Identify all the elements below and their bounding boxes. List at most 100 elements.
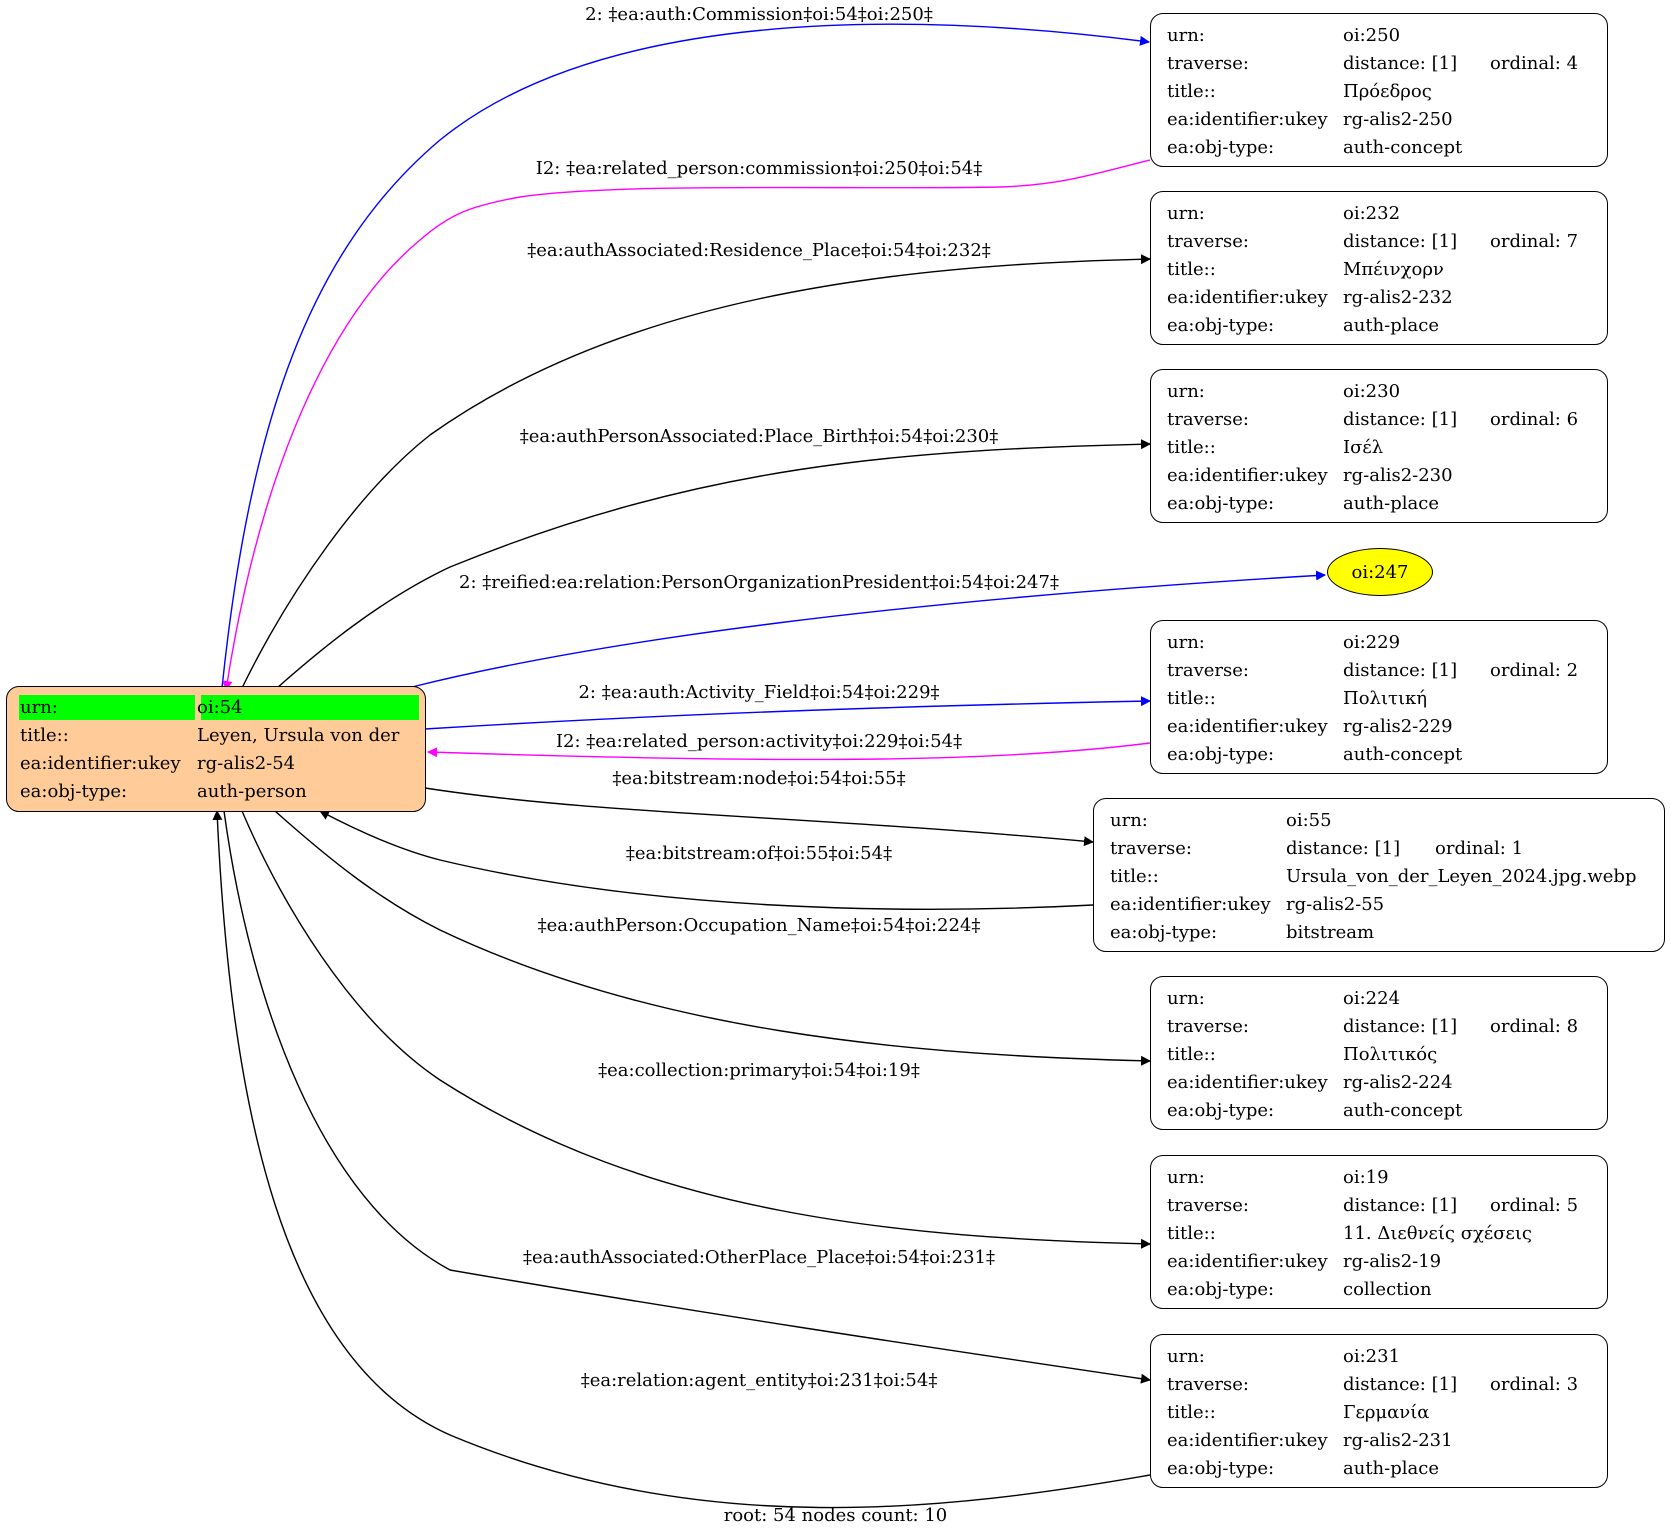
row-key: ea:identifier:ukey [1167, 109, 1328, 130]
node-oi-232[interactable]: urn:oi:232 traverse:distance: [1]ordinal… [1150, 191, 1608, 345]
row-key: title:: [1167, 259, 1216, 280]
edge-agent-entity [212, 810, 1151, 1509]
row-value: rg-alis2-224 [1343, 1072, 1453, 1093]
edge-label: 2: ‡ea:auth:Activity_Field‡oi:54‡oi:229‡ [578, 682, 939, 703]
edge-bitstream-node [424, 787, 1094, 847]
edge-label: ‡ea:bitstream:of‡oi:55‡oi:54‡ [626, 843, 892, 864]
row-value: distance: [1] [1343, 231, 1458, 252]
row-key: traverse: [1167, 1374, 1249, 1395]
edge-related-person-activity [427, 742, 1151, 761]
row-value: oi:230 [1343, 381, 1401, 402]
row-value: rg-alis2-230 [1343, 465, 1453, 486]
edge-label: ‡ea:relation:agent_entity‡oi:231‡oi:54‡ [581, 1370, 938, 1391]
edge-label: ‡ea:authPersonAssociated:Place_Birth‡oi:… [520, 426, 999, 447]
node-oi-19[interactable]: urn:oi:19 traverse:distance: [1]ordinal:… [1150, 1155, 1608, 1309]
row-value: Γερμανία [1343, 1402, 1430, 1423]
ellipse-node-oi-247[interactable]: oi:247 [1327, 548, 1433, 596]
row-key: ea:identifier:ukey [1167, 1072, 1328, 1093]
row-ordinal: ordinal: 7 [1490, 231, 1579, 252]
edge-label: ‡ea:collection:primary‡oi:54‡oi:19‡ [598, 1060, 920, 1081]
edge-occupation-name [274, 810, 1151, 1066]
row-key: ea:identifier:ukey [1167, 465, 1328, 486]
row-key: traverse: [1167, 1016, 1249, 1037]
edge-other-place [223, 810, 1151, 1384]
row-value: auth-person [197, 781, 307, 802]
row-key: ea:obj-type: [1167, 137, 1275, 158]
edge-commission [221, 23, 1150, 689]
edge-label: ‡ea:bitstream:node‡oi:54‡oi:55‡ [612, 768, 905, 789]
row-key: urn: [1167, 25, 1205, 46]
row-key: title:: [20, 725, 69, 746]
row-value: Πρόεδρος [1343, 81, 1432, 102]
row-value: rg-alis2-232 [1343, 287, 1453, 308]
row-key: ea:identifier:ukey [1167, 716, 1328, 737]
edge-label: I2: ‡ea:related_person:commission‡oi:250… [536, 158, 983, 179]
node-oi-229[interactable]: urn: oi:229 traverse: distance: [1] ordinal… [1150, 620, 1608, 774]
row-value: Πολιτικός [1343, 1044, 1438, 1065]
row-key: urn: [20, 697, 58, 718]
node-oi-55[interactable]: urn:oi:55 traverse:distance: [1]ordinal:… [1093, 798, 1665, 952]
edge-related-person-commission [222, 159, 1151, 691]
row-value: oi:55 [1286, 810, 1332, 831]
row-value: 11. Διεθνείς σχέσεις [1343, 1223, 1532, 1244]
row-value: auth-concept [1343, 744, 1463, 765]
row-value: rg-alis2-250 [1343, 109, 1453, 130]
row-key: ea:obj-type: [1167, 493, 1275, 514]
row-key: urn: [1167, 1167, 1205, 1188]
row-ordinal: ordinal: 2 [1490, 660, 1579, 681]
row-key: ea:obj-type: [1167, 315, 1275, 336]
edge-label: 2: ‡ea:auth:Commission‡oi:54‡oi:250‡ [585, 4, 933, 25]
row-key: title:: [1167, 81, 1216, 102]
row-value: rg-alis2-55 [1286, 894, 1385, 915]
row-value: oi:224 [1343, 988, 1401, 1009]
row-value: oi:19 [1343, 1167, 1389, 1188]
edge-activity-field [424, 696, 1151, 730]
row-value: distance: [1] [1343, 1016, 1458, 1037]
row-ordinal: ordinal: 6 [1490, 409, 1579, 430]
row-value: Μπέινχορν [1343, 259, 1444, 280]
node-oi-231[interactable]: urn:oi:231 traverse:distance: [1]ordinal… [1150, 1334, 1608, 1488]
row-key: ea:identifier:ukey [1167, 287, 1328, 308]
row-value: rg-alis2-19 [1343, 1251, 1442, 1272]
node-oi-224[interactable]: urn:oi:224 traverse:distance: [1]ordinal… [1150, 976, 1608, 1130]
root-node-oi-54[interactable]: urn: oi:54 title:: Leyen, Ursula von der… [6, 686, 426, 812]
row-key: ea:identifier:ukey [20, 753, 181, 774]
edge-place-birth [276, 439, 1151, 689]
row-value: Ισέλ [1343, 437, 1384, 458]
row-value: oi:229 [1343, 632, 1401, 653]
root-row-urn: urn: oi:54 [7, 694, 425, 722]
row-key: traverse: [1110, 838, 1192, 859]
root-row-ukey: ea:identifier:ukey rg-alis2-54 [7, 750, 425, 778]
row-key: urn: [1167, 632, 1205, 653]
row-key: title:: [1110, 866, 1159, 887]
row-value: auth-place [1343, 493, 1439, 514]
row-key: ea:obj-type: [20, 781, 128, 802]
row-value: Leyen, Ursula von der [197, 725, 400, 746]
row-value: oi:231 [1343, 1346, 1401, 1367]
edge-label: 2: ‡reified:ea:relation:PersonOrganizati… [459, 572, 1059, 593]
row-key: urn: [1167, 203, 1205, 224]
row-value: distance: [1] [1343, 660, 1458, 681]
row-ordinal: ordinal: 8 [1490, 1016, 1579, 1037]
row-value: Ursula_von_der_Leyen_2024.jpg.webp [1286, 866, 1637, 887]
row-key: title:: [1167, 688, 1216, 709]
edge-label: ‡ea:authAssociated:Residence_Place‡oi:54… [527, 240, 991, 261]
row-key: traverse: [1167, 660, 1249, 681]
node-oi-250[interactable]: urn:oi:250 traverse:distance: [1]ordinal… [1150, 13, 1608, 167]
graph-footer: root: 54 nodes count: 10 [723, 1505, 948, 1526]
root-row-title: title:: Leyen, Ursula von der [7, 722, 425, 750]
edge-person-org-president [411, 570, 1326, 688]
row-ordinal: ordinal: 3 [1490, 1374, 1579, 1395]
row-value: rg-alis2-231 [1343, 1430, 1453, 1451]
node-oi-230[interactable]: urn:oi:230 traverse:distance: [1]ordinal… [1150, 369, 1608, 523]
row-value: oi:250 [1343, 25, 1401, 46]
edge-label: I2: ‡ea:related_person:activity‡oi:229‡o… [556, 731, 962, 752]
row-value: distance: [1] [1286, 838, 1401, 859]
edge-residence-place [241, 254, 1151, 689]
row-key: urn: [1110, 810, 1148, 831]
row-value: collection [1343, 1279, 1432, 1300]
row-key: traverse: [1167, 53, 1249, 74]
row-value: Πολιτική [1343, 688, 1428, 709]
